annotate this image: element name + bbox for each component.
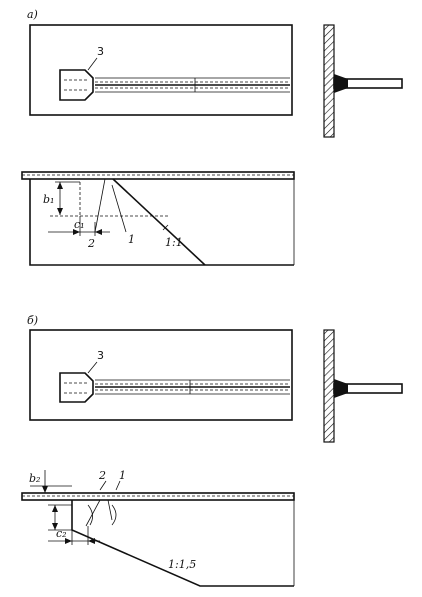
side-section-b: [323, 329, 403, 443]
dim-b-a: b₁: [43, 193, 54, 206]
marker-2-b: 2: [98, 469, 106, 482]
weld-strip-a: [95, 77, 290, 93]
dim-b-b: b₂: [29, 472, 40, 485]
elevation-b: [21, 470, 295, 587]
plan-view-b: [29, 329, 293, 421]
side-section-a: [323, 24, 403, 138]
panel-label-a: а): [27, 8, 38, 21]
plan-view-a: [29, 24, 293, 116]
slope-b: 1:1,5: [168, 558, 196, 571]
end-plate-b: [59, 361, 98, 403]
weld-strip-b: [95, 379, 290, 395]
figure-a: а) 3: [21, 8, 403, 266]
figure-b: б) 3: [21, 314, 403, 587]
elevation-a: [21, 171, 295, 266]
dim-c-b: c₂: [56, 527, 67, 540]
marker-3-b: 3: [97, 349, 104, 362]
slope-a: 1:1: [165, 236, 183, 249]
marker-2-a: 2: [87, 237, 95, 250]
dim-c-a: c₁: [74, 218, 85, 231]
marker-1-b: 1: [119, 469, 126, 482]
end-plate-a: [59, 57, 98, 101]
marker-1-a: 1: [128, 233, 135, 246]
marker-3-a: 3: [97, 45, 104, 58]
panel-label-b: б): [27, 314, 38, 327]
